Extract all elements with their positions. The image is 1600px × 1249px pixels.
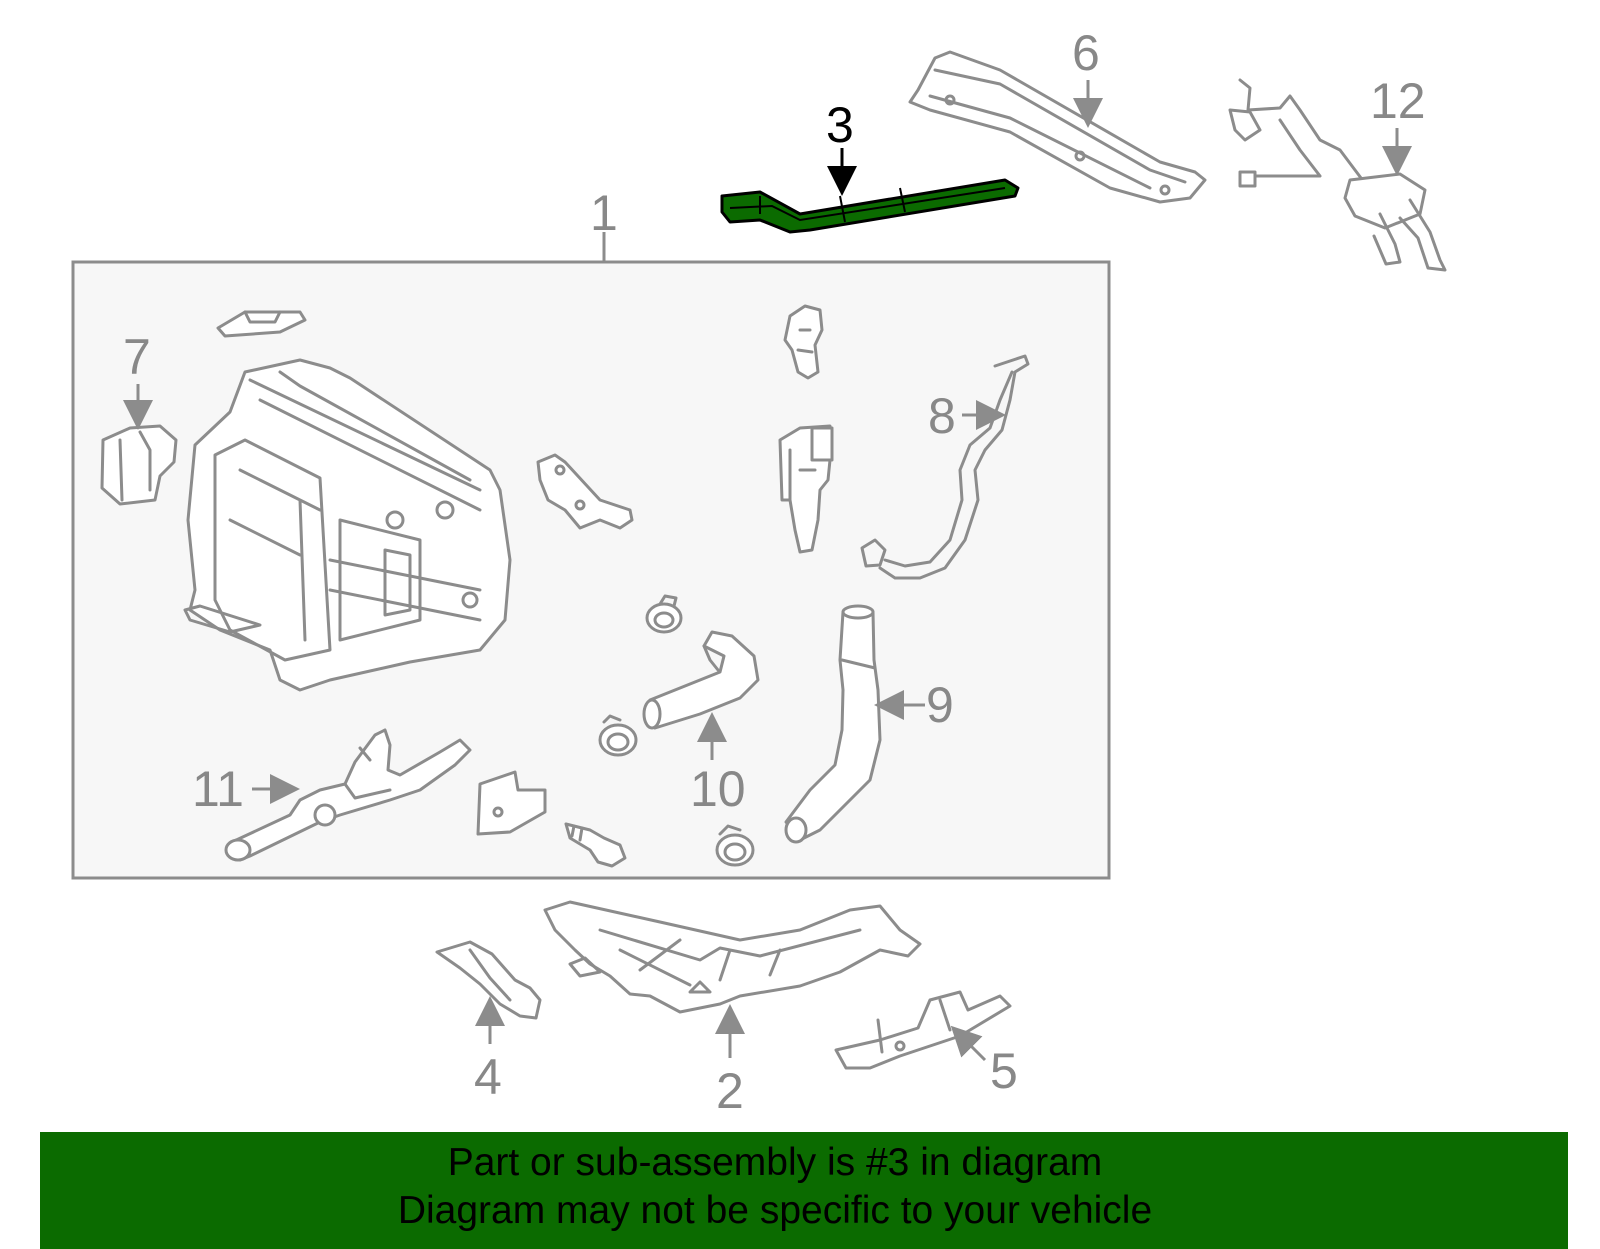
bolt: [564, 822, 627, 868]
small-plate: [216, 310, 307, 338]
part-4-bracket: [435, 940, 542, 1020]
part-9-hose: [784, 604, 882, 844]
part-11-pipe: [224, 728, 472, 862]
hose-clamp-bottom: [715, 824, 755, 867]
part-12-harness: [1228, 78, 1447, 272]
banner-line-2: Diagram may not be specific to your vehi…: [397, 1189, 1153, 1232]
sensor: [783, 304, 824, 380]
callout-10: 10: [690, 761, 746, 817]
part-2-crossmember: [543, 900, 922, 1014]
callout-11: 11: [192, 761, 244, 817]
bracket-small: [476, 770, 547, 836]
callout-2: 2: [716, 1063, 744, 1119]
inverter-body: [183, 358, 512, 692]
callout-8: 8: [928, 388, 956, 444]
hose-clamp-mid: [598, 714, 638, 757]
part-5-bracket: [834, 990, 1012, 1070]
callout-3: 3: [826, 97, 854, 153]
bracket-center: [536, 453, 634, 530]
part-6-cover: [908, 50, 1207, 204]
connector-bracket: [778, 424, 834, 554]
hose-clamp-top: [645, 594, 683, 634]
callout-9: 9: [926, 677, 954, 733]
part-3-highlighted[interactable]: [720, 178, 1020, 234]
callout-6: 6: [1072, 25, 1100, 81]
callout-12: 12: [1370, 73, 1426, 129]
callout-1: 1: [590, 185, 618, 241]
callout-5: 5: [990, 1043, 1018, 1099]
info-banner: Part or sub-assembly is #3 in diagram Di…: [40, 1132, 1568, 1249]
banner-line-1: Part or sub-assembly is #3 in diagram: [447, 1141, 1103, 1184]
callout-4: 4: [474, 1049, 502, 1105]
callout-7: 7: [123, 329, 151, 385]
leader-5: [950, 1025, 987, 1062]
